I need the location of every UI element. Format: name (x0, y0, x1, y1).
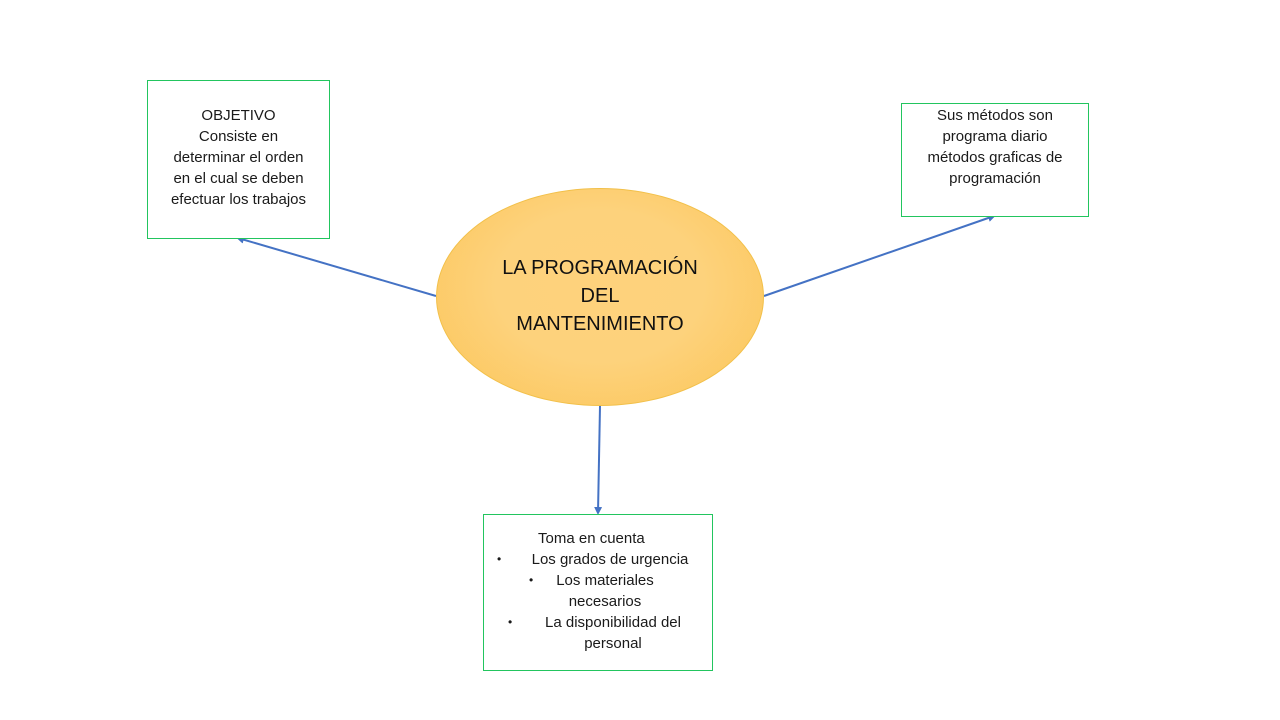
arrow-to-metodos (763, 214, 996, 297)
toma-item-text: La disponibilidad del personal (545, 614, 681, 652)
metodos-text-line: métodos graficas de (927, 149, 1063, 166)
bullet-icon: • (529, 573, 534, 587)
bullet-icon: • (508, 615, 513, 629)
objetivo-text-line: en el cual se deben (173, 170, 304, 187)
central-topic-ellipse: LA PROGRAMACIÓN DEL MANTENIMIENTO (436, 188, 764, 406)
toma-heading: Toma en cuenta (538, 530, 645, 547)
metodos-text-line: Sus métodos son (937, 107, 1053, 124)
toma-item-text: Los materiales necesarios (556, 572, 654, 610)
central-topic-line: DEL (580, 285, 620, 307)
toma-list-item: • Los materiales necesarios (484, 570, 712, 612)
metodos-box: Sus métodos son programa diario métodos … (901, 103, 1089, 217)
objetivo-box: OBJETIVO Consiste en determinar el orden… (147, 80, 330, 239)
central-topic-line: LA PROGRAMACIÓN (502, 257, 698, 279)
toma-box: Toma en cuenta • Los grados de urgencia … (483, 514, 713, 671)
central-topic-label: LA PROGRAMACIÓN DEL MANTENIMIENTO (495, 254, 705, 338)
toma-list-item: • La disponibilidad del personal (484, 612, 712, 654)
objetivo-text-line: Consiste en (198, 128, 279, 145)
objetivo-text-line: efectuar los trabajos (170, 191, 307, 208)
objetivo-text-line: determinar el orden (173, 149, 304, 166)
toma-item-text: Los grados de urgencia (531, 551, 689, 568)
toma-list: • Los grados de urgencia • Los materiale… (484, 549, 712, 654)
objetivo-title: OBJETIVO (201, 107, 276, 124)
central-topic-line: MANTENIMIENTO (516, 313, 684, 335)
arrow-to-toma (594, 405, 603, 515)
arrow-to-objetivo (236, 235, 437, 297)
metodos-text-line: programa diario (942, 128, 1048, 145)
metodos-text-line: programación (949, 170, 1041, 187)
toma-list-item: • Los grados de urgencia (484, 549, 712, 570)
bullet-icon: • (497, 552, 502, 566)
